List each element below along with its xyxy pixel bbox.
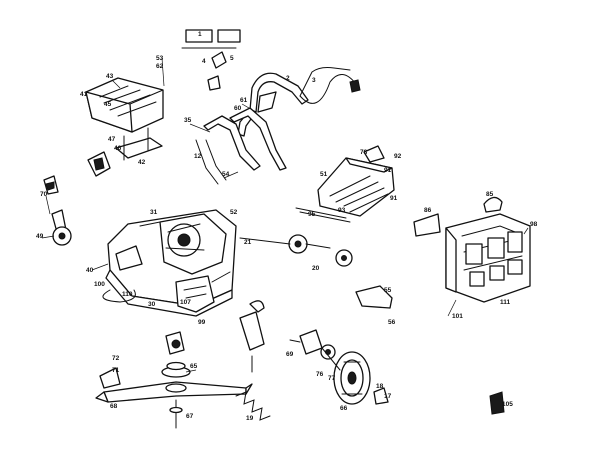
label-66: 66 xyxy=(340,405,348,412)
label-20: 20 xyxy=(312,265,320,272)
label-60: 60 xyxy=(234,105,242,112)
label-4: 4 xyxy=(202,58,206,65)
label-68: 68 xyxy=(110,403,118,410)
label-76: 76 xyxy=(316,371,324,378)
label-2: 2 xyxy=(286,75,290,82)
shroud-rod xyxy=(295,207,351,223)
grass-catcher-bag xyxy=(85,77,164,133)
lower-spring xyxy=(235,391,271,421)
cable-loop xyxy=(102,289,136,303)
mounting-plate xyxy=(413,213,441,237)
label-47: 47 xyxy=(108,136,116,143)
part-labels: 53 62 1 4 5 43 41 45 47 46 42 35 3 2 61 … xyxy=(36,31,538,422)
label-46: 46 xyxy=(114,145,122,152)
blade-adapter xyxy=(161,331,191,378)
label-92: 92 xyxy=(394,153,402,160)
label-40: 40 xyxy=(86,267,94,274)
label-30: 30 xyxy=(148,301,156,308)
label-93: 93 xyxy=(338,207,346,214)
label-31: 31 xyxy=(150,209,158,216)
left-wheel-bracket xyxy=(43,175,72,246)
label-12: 12 xyxy=(194,153,202,160)
label-91: 91 xyxy=(384,167,392,174)
label-71: 71 xyxy=(112,367,120,374)
wheel-axle-parts xyxy=(289,329,389,405)
lower-handle xyxy=(195,107,287,185)
label-55: 55 xyxy=(384,287,392,294)
label-52: 52 xyxy=(230,209,238,216)
left-bracket-small xyxy=(87,151,111,177)
label-51: 51 xyxy=(320,171,328,178)
mulching-blade xyxy=(95,381,253,403)
label-110: 110 xyxy=(122,291,133,298)
label-72: 72 xyxy=(112,355,120,362)
label-65: 65 xyxy=(190,363,198,370)
label-56: 56 xyxy=(388,319,396,326)
label-70: 70 xyxy=(40,191,48,198)
label-5: 5 xyxy=(230,55,234,62)
height-adjuster xyxy=(239,234,353,267)
label-42: 42 xyxy=(138,159,146,166)
label-67: 67 xyxy=(186,413,194,420)
label-21: 21 xyxy=(244,239,252,246)
label-41: 41 xyxy=(80,91,88,98)
label-98: 98 xyxy=(530,221,538,228)
handle-cable xyxy=(299,74,361,104)
front-wheel-bracket xyxy=(239,300,265,373)
label-61: 61 xyxy=(240,97,248,104)
handle-top-clips xyxy=(181,29,241,91)
side-plate xyxy=(355,285,393,309)
label-45: 45 xyxy=(104,101,112,108)
blade-bolt xyxy=(169,399,183,429)
label-78: 78 xyxy=(360,149,368,156)
label-18: 18 xyxy=(376,383,384,390)
leader-lines xyxy=(41,57,529,373)
label-3: 3 xyxy=(312,77,316,84)
label-91-b: 91 xyxy=(390,195,398,202)
label-35: 35 xyxy=(184,117,192,124)
label-43: 43 xyxy=(106,73,114,80)
label-99: 99 xyxy=(198,319,206,326)
label-53: 53 xyxy=(156,55,164,62)
rear-grass-box xyxy=(445,196,531,303)
bottom-right-clip xyxy=(489,391,505,415)
left-clip xyxy=(99,367,121,389)
catcher-bracket xyxy=(115,127,163,161)
engine-shroud xyxy=(317,145,395,217)
label-49: 49 xyxy=(36,233,44,240)
label-19: 19 xyxy=(246,415,254,422)
label-17: 17 xyxy=(384,393,392,400)
label-77: 77 xyxy=(328,375,336,382)
label-111: 111 xyxy=(500,299,511,306)
label-100: 100 xyxy=(94,281,105,288)
mower-deck xyxy=(105,209,237,317)
label-54: 54 xyxy=(222,171,230,178)
upper-handle xyxy=(237,67,351,137)
deck-chute xyxy=(175,275,215,313)
label-107: 107 xyxy=(180,299,191,306)
label-85: 85 xyxy=(486,191,494,198)
rear-wheel xyxy=(333,351,371,405)
label-105: 105 xyxy=(502,401,513,408)
label-62: 62 xyxy=(156,63,164,70)
label-69: 69 xyxy=(286,351,294,358)
label-101: 101 xyxy=(452,313,463,320)
label-86: 86 xyxy=(424,207,432,214)
label-1: 1 xyxy=(198,31,202,38)
label-95: 95 xyxy=(308,211,316,218)
